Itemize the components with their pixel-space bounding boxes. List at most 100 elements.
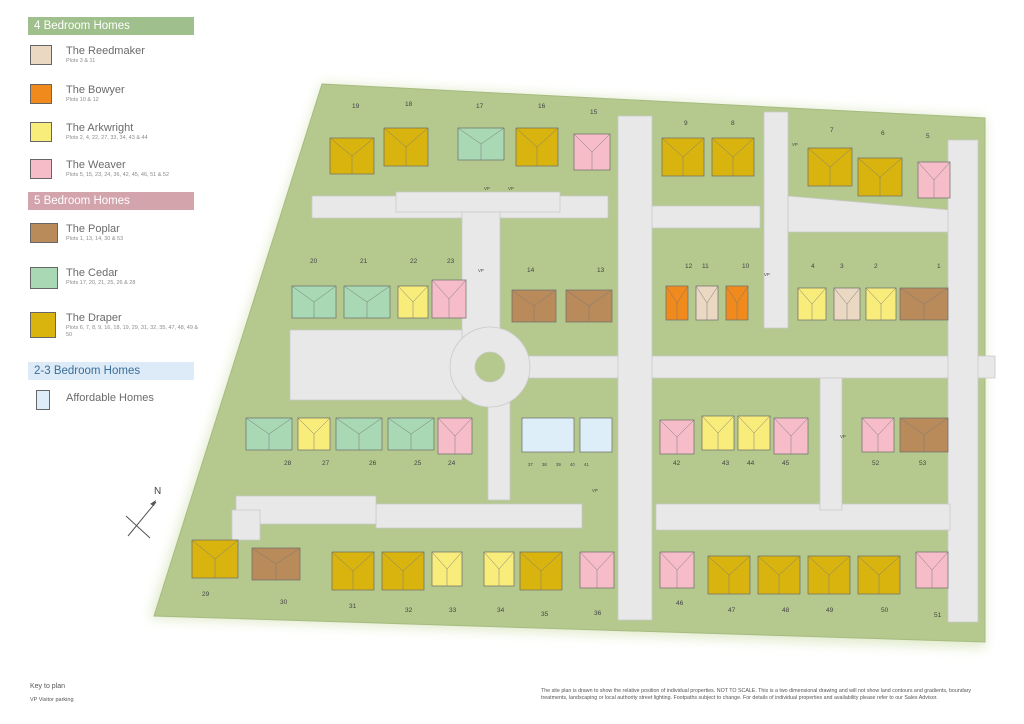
affordable-homes-block[interactable] bbox=[579, 417, 613, 453]
roof-ridge bbox=[807, 147, 853, 186]
roof-ridge bbox=[431, 279, 467, 318]
legend-name: The Bowyer bbox=[66, 84, 125, 96]
plot-number-label: 5 bbox=[926, 133, 930, 140]
roof-ridge bbox=[659, 419, 695, 454]
road-network bbox=[231, 111, 996, 623]
roof-ridge bbox=[701, 415, 735, 450]
visitor-parking-label: VP bbox=[508, 186, 514, 191]
legend-name: The Reedmaker bbox=[66, 45, 145, 57]
draper-house-icon bbox=[30, 312, 56, 338]
roof-ridge bbox=[899, 417, 949, 452]
two-three-bedroom-header: 2-3 Bedroom Homes bbox=[28, 362, 194, 380]
bowyer-house-icon bbox=[30, 84, 52, 104]
visitor-parking-label: VP bbox=[840, 434, 846, 439]
roof-ridge bbox=[659, 551, 695, 588]
plot-number-label: 20 bbox=[310, 258, 318, 265]
legend-name: The Arkwright bbox=[66, 122, 134, 134]
roof-ridge bbox=[483, 551, 515, 586]
roof-ridge bbox=[431, 551, 463, 586]
plot-number-label: 12 bbox=[685, 263, 693, 270]
roundabout-centre bbox=[474, 351, 506, 383]
plot-number-label: 48 bbox=[782, 607, 790, 614]
arkwright-house-icon bbox=[30, 122, 52, 142]
roof-ridge bbox=[573, 133, 611, 170]
roof-ridge bbox=[757, 555, 801, 594]
legend-plots: Plots 17, 20, 21, 25, 26 & 28 bbox=[66, 280, 136, 286]
cedar-house-icon bbox=[30, 267, 58, 289]
plot-number-label: 34 bbox=[497, 607, 505, 614]
roof-ridge bbox=[695, 285, 719, 320]
plot-number-label: 3 bbox=[840, 263, 844, 270]
plot-number-label: 7 bbox=[830, 127, 834, 134]
roof-ridge bbox=[381, 551, 425, 590]
visitor-parking-label: VP bbox=[764, 272, 770, 277]
legend-name: The Draper bbox=[66, 312, 122, 324]
plot-number-label: 36 bbox=[594, 610, 602, 617]
plot-number-label: 53 bbox=[919, 460, 927, 467]
roof-ridge bbox=[397, 285, 429, 318]
visitor-parking-label: VP bbox=[592, 488, 598, 493]
plot-number-label: 22 bbox=[410, 258, 418, 265]
plot-number-label: 18 bbox=[405, 101, 413, 108]
roof-ridge bbox=[725, 285, 749, 320]
roof-ridge bbox=[917, 161, 951, 198]
plot-number-label: 32 bbox=[405, 607, 413, 614]
roof-ridge bbox=[437, 417, 473, 454]
plot-number-label: 43 bbox=[722, 460, 730, 467]
plot-number-label: 8 bbox=[731, 120, 735, 127]
plot-number-label: 4 bbox=[811, 263, 815, 270]
roof-ridge bbox=[665, 285, 689, 320]
roof-ridge bbox=[707, 555, 751, 594]
visitor-parking-label: VP bbox=[478, 268, 484, 273]
plot-number-label: 13 bbox=[597, 267, 605, 274]
plot-number-label: 29 bbox=[202, 591, 210, 598]
plot-number-label: 52 bbox=[872, 460, 880, 467]
compass-north-label: N bbox=[154, 486, 161, 497]
legend-plots: Plots 3 & 11 bbox=[66, 58, 96, 64]
roof-ridge bbox=[773, 417, 809, 454]
roof-ridge bbox=[579, 551, 615, 588]
affordable-house-icon bbox=[36, 390, 50, 410]
plot-number-label: 23 bbox=[447, 258, 455, 265]
disclaimer: The site plan is drawn to show the relat… bbox=[541, 688, 972, 701]
roof-ridge bbox=[857, 157, 903, 196]
roof-ridge bbox=[807, 555, 851, 594]
plot-number-label: 14 bbox=[527, 267, 535, 274]
plot-number-label: 26 bbox=[369, 460, 377, 467]
affordable-homes-block[interactable] bbox=[521, 417, 575, 453]
roof-ridge bbox=[833, 287, 861, 320]
roof-ridge bbox=[565, 289, 613, 322]
roof-ridge bbox=[865, 287, 897, 320]
plot-number-label: 30 bbox=[280, 599, 288, 606]
plot-number-label: 17 bbox=[476, 103, 484, 110]
affordable-plot-label: 37 bbox=[528, 462, 533, 467]
compass-icon bbox=[125, 500, 157, 539]
roof-ridge bbox=[737, 415, 771, 450]
roof-ridge bbox=[797, 287, 827, 320]
affordable-plot-label: 40 bbox=[570, 462, 575, 467]
roof-ridge bbox=[661, 137, 705, 176]
roof-ridge bbox=[331, 551, 375, 590]
plot-number-label: 51 bbox=[934, 612, 942, 619]
affordable-plot-label: 39 bbox=[556, 462, 561, 467]
plot-number-label: 24 bbox=[448, 460, 456, 467]
legend-name: The Cedar bbox=[66, 267, 118, 279]
roof-ridge bbox=[329, 137, 375, 174]
roof-ridge bbox=[335, 417, 383, 450]
plot-number-label: 10 bbox=[742, 263, 750, 270]
plot-number-label: 28 bbox=[284, 460, 292, 467]
plot-number-label: 33 bbox=[449, 607, 457, 614]
plot-number-label: 45 bbox=[782, 460, 790, 467]
roof-ridge bbox=[899, 287, 949, 320]
poplar-house-icon bbox=[30, 223, 58, 243]
plot-number-label: 44 bbox=[747, 460, 755, 467]
reedmaker-house-icon bbox=[30, 45, 52, 65]
plot-number-label: 47 bbox=[728, 607, 736, 614]
key-title: Key to plan bbox=[30, 683, 66, 690]
plot-number-label: 49 bbox=[826, 607, 834, 614]
roof-ridge bbox=[861, 417, 895, 452]
roof-ridge bbox=[191, 539, 239, 578]
affordable-plot-label: 41 bbox=[584, 462, 589, 467]
plot-number-label: 50 bbox=[881, 607, 889, 614]
